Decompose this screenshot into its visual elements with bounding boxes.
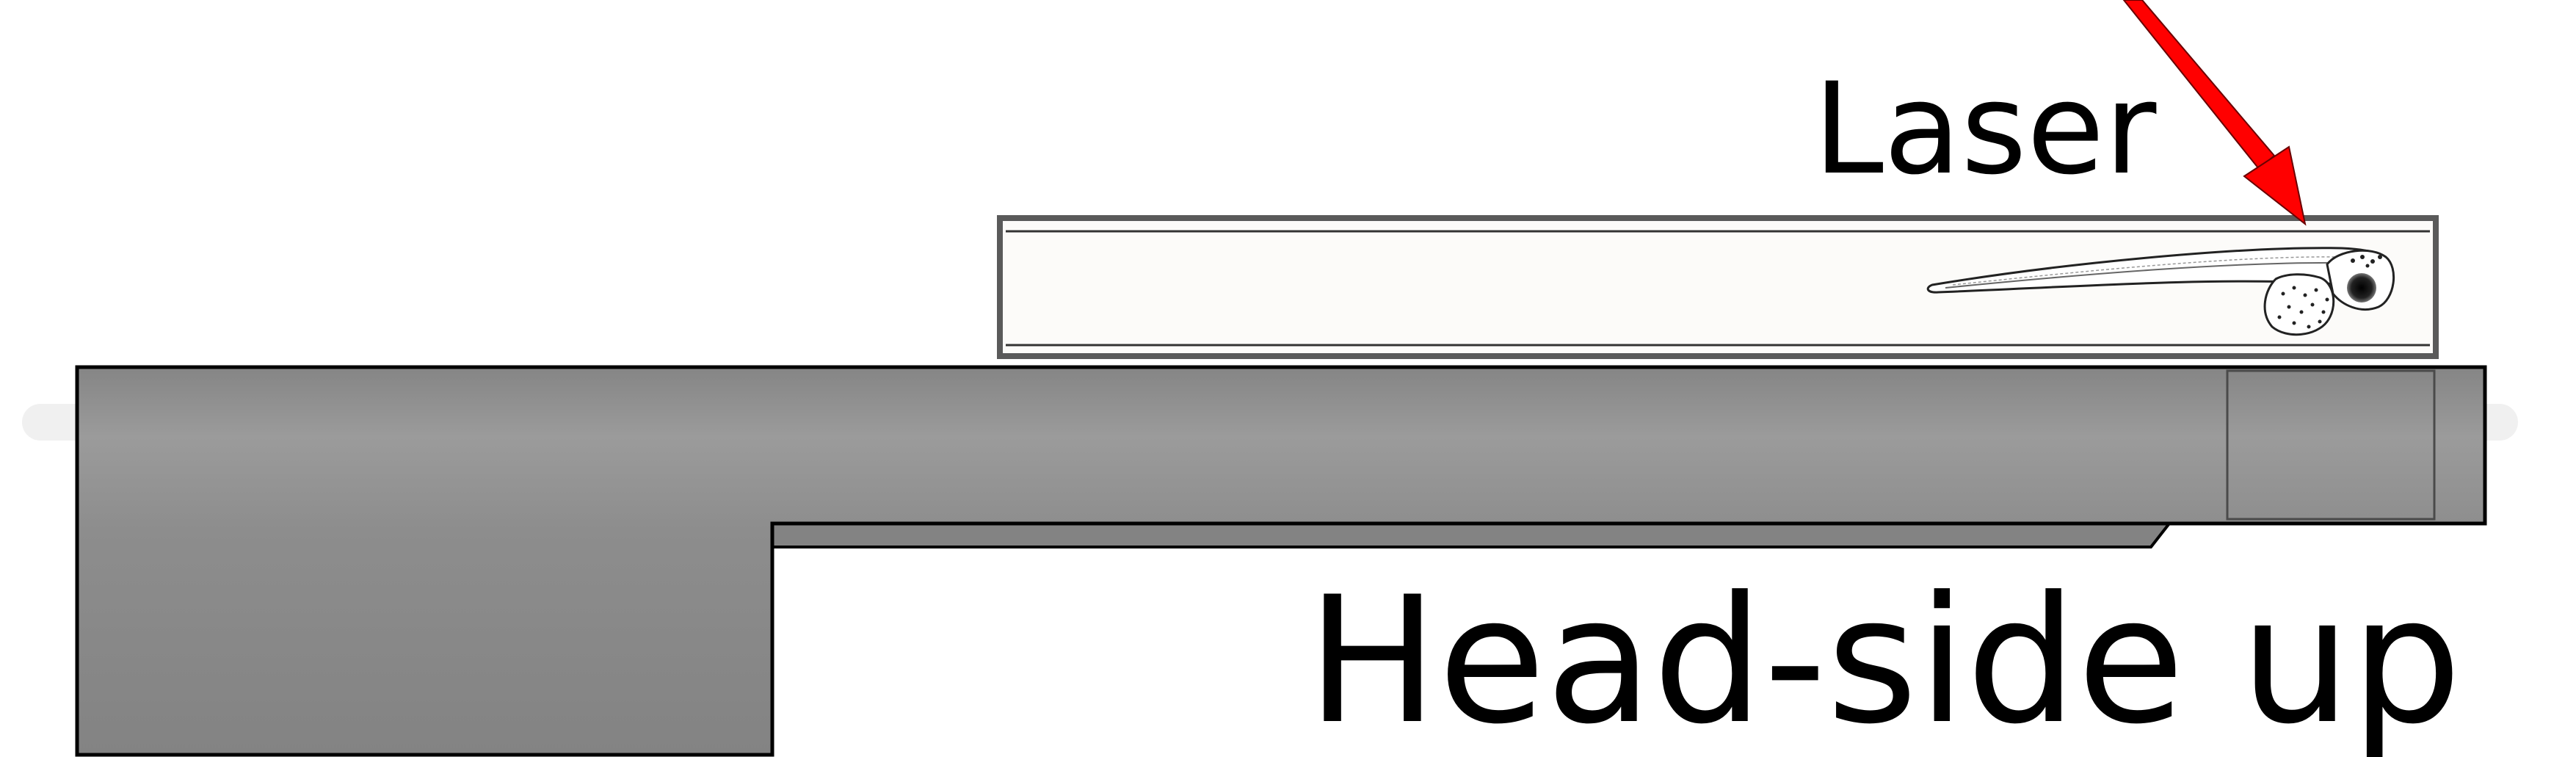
down-right-arrow-icon: [2122, 0, 2307, 226]
mount-body: [75, 365, 2487, 757]
mount-recess: [2226, 369, 2436, 521]
laser-label: Laser: [1813, 55, 2157, 203]
capillary-frame: [997, 215, 2439, 359]
mount-groove: [771, 522, 2173, 548]
orientation-label: Head-side up: [1307, 559, 2461, 757]
zebrafish-larva-icon: [1926, 247, 2395, 336]
